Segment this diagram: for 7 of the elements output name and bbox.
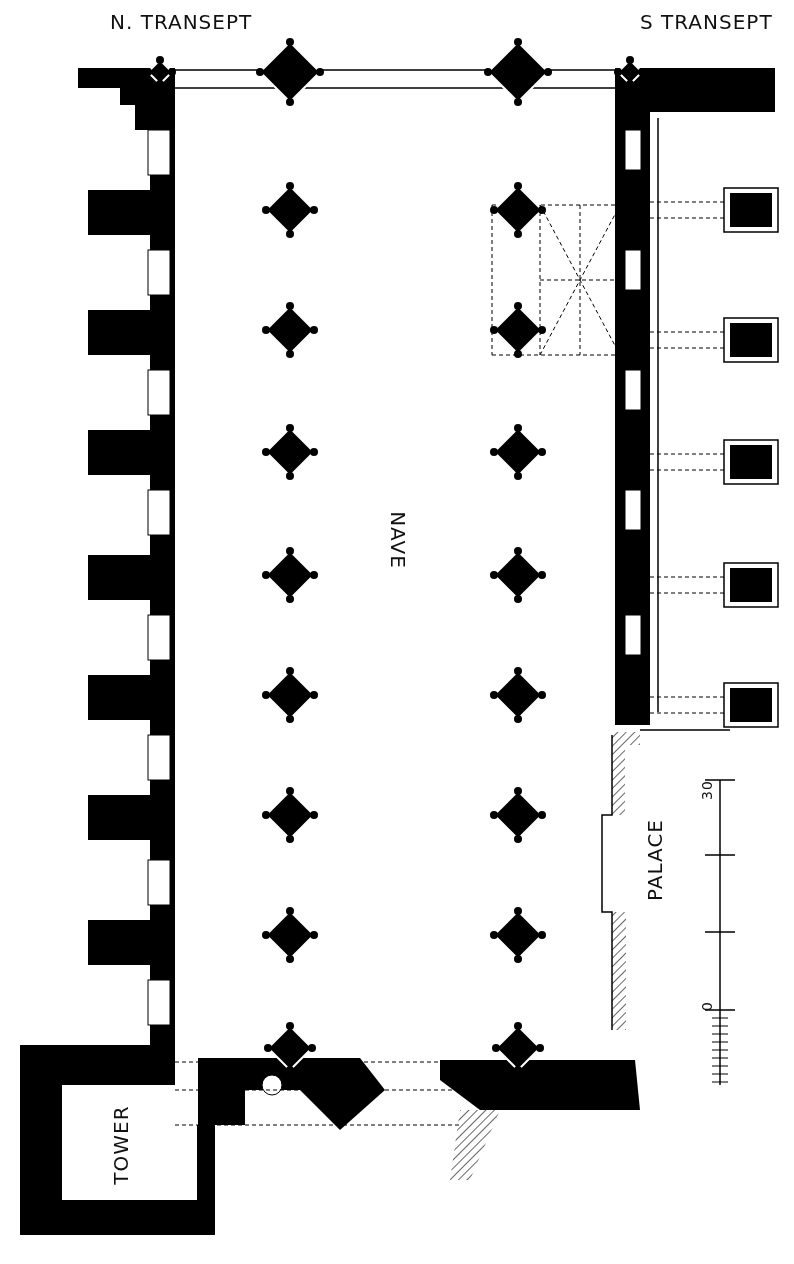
scale-label: 0	[699, 1001, 714, 1011]
scale-label: 30	[699, 780, 714, 800]
room-label: TOWER	[110, 1105, 131, 1185]
room-label: PALACE	[645, 819, 665, 901]
room-label: NAVE	[387, 511, 408, 569]
room-label: N. TRANSEPT	[110, 12, 253, 32]
room-label: S TRANSEPT	[640, 12, 773, 32]
